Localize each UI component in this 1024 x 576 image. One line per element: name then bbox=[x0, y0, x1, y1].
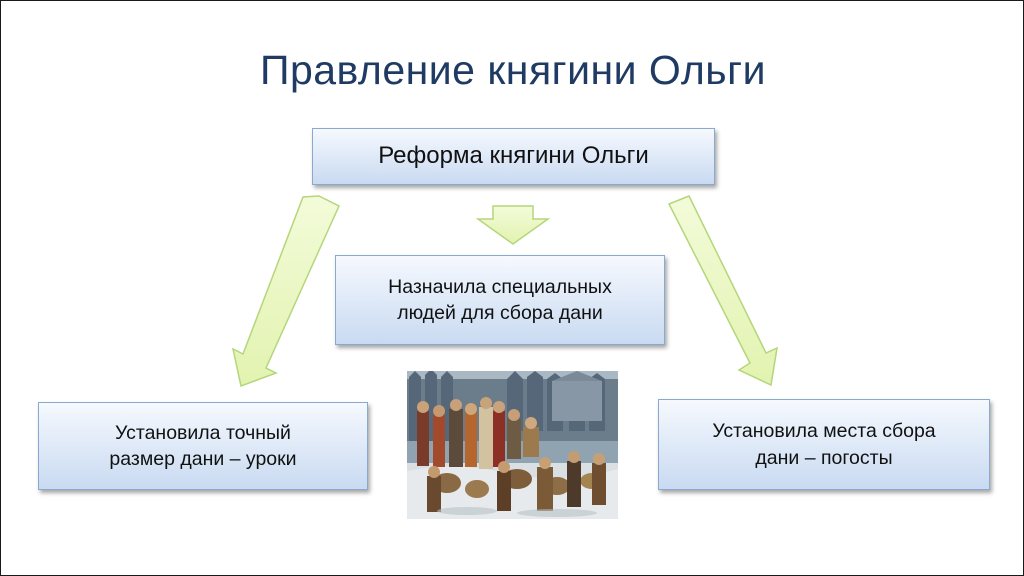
arrow-down-center bbox=[475, 205, 551, 245]
reform-box: Реформа княгини Ольги bbox=[312, 128, 715, 185]
reform-box-label: Реформа княгини Ольги bbox=[378, 142, 649, 170]
right-box-line1: Установила места сбора bbox=[712, 420, 936, 443]
center-box: Назначила специальных людей для сбора да… bbox=[335, 255, 665, 345]
right-box: Установила места сбора дани – погосты bbox=[658, 399, 990, 490]
left-box-line1: Установила точный bbox=[115, 421, 291, 444]
right-box-line2: дани – погосты bbox=[755, 446, 893, 469]
painting-image bbox=[407, 371, 618, 519]
left-box: Установила точный размер дани – уроки bbox=[38, 402, 368, 490]
painting-illustration bbox=[407, 371, 618, 519]
center-box-line2: людей для сбора дани bbox=[397, 302, 603, 324]
slide-title: Правление княгини Ольги bbox=[259, 47, 767, 93]
arrow-right-diagonal bbox=[667, 195, 778, 387]
center-box-line1: Назначила специальных bbox=[388, 275, 612, 298]
arrow-left-diagonal bbox=[231, 195, 340, 388]
left-box-line2: размер дани – уроки bbox=[109, 448, 297, 470]
